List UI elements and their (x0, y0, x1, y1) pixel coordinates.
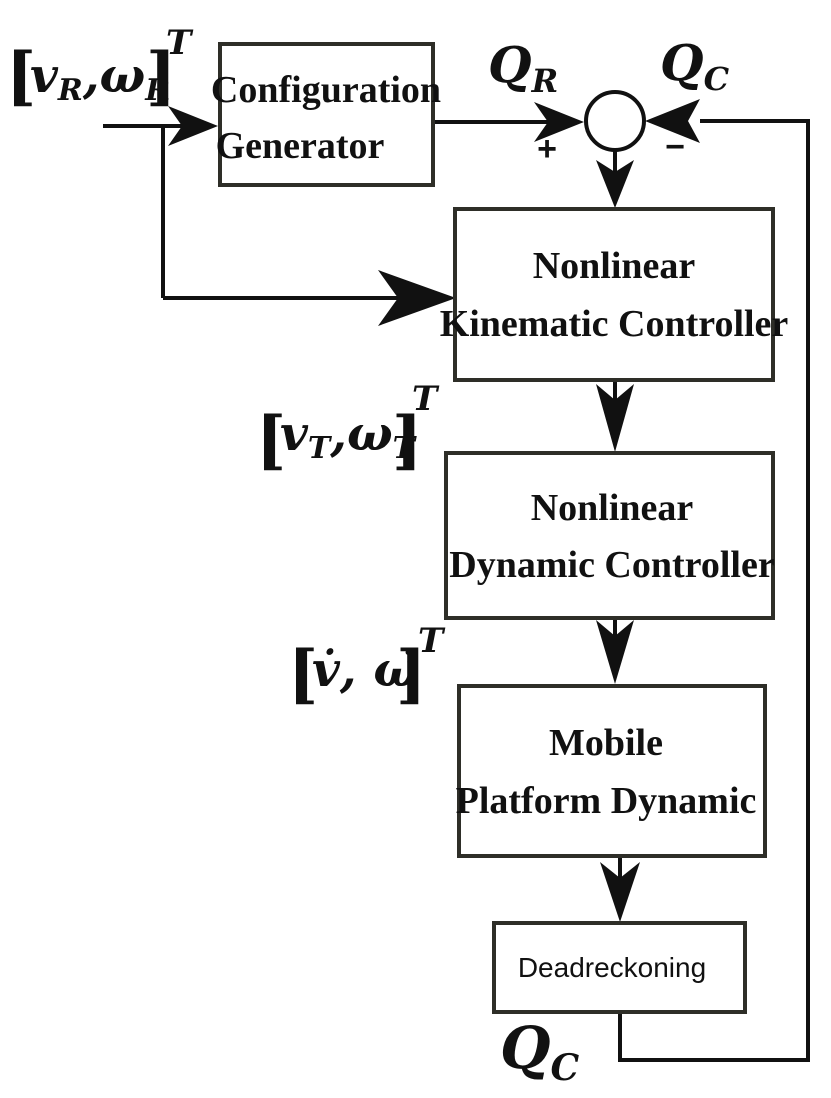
reference-velocity-label: [ vR,ωR ] T (6, 23, 194, 114)
kin-v-sub: T (308, 431, 333, 466)
platform-to-deadreckoning-arrowhead (600, 862, 640, 922)
kinematic-controller-block: Nonlinear Kinematic Controller (440, 207, 789, 382)
kin-w-sub: T (393, 431, 418, 466)
dynamic-controller-label-1: Nonlinear (531, 487, 694, 529)
configuration-generator-label-1: Configuration (211, 69, 441, 111)
qr-subscript: R (531, 62, 559, 100)
dyn-comma: , (339, 642, 373, 698)
q-current-label-bottom: QC (500, 1014, 580, 1089)
kin-w: ω (347, 406, 393, 462)
plus-sign: + (537, 130, 557, 168)
qr-arrowhead (534, 102, 584, 142)
kinematic-to-dynamic-arrowhead (596, 384, 634, 452)
branch-arrowhead (378, 270, 456, 326)
ref-v: v (30, 48, 59, 104)
right-bracket: ] (146, 39, 176, 114)
deadreckoning-block: Deadreckoning (492, 921, 747, 1014)
svg-text:vR,ωR: vR,ωR (30, 48, 170, 108)
kin-transpose: T (412, 379, 440, 419)
qc-bottom-symbol: Q (500, 1014, 551, 1082)
qr-symbol: Q (488, 35, 532, 94)
qc-arrowhead (645, 99, 700, 143)
dyn-right-bracket: ] (396, 637, 426, 712)
deadreckoning-label: Deadreckoning (518, 952, 706, 983)
q-reference-label: QR (488, 35, 558, 100)
mobile-platform-label-1: Mobile (549, 722, 663, 764)
kin-v: v (280, 406, 309, 462)
ref-comma: , (82, 48, 100, 104)
svg-text:v̇, ω̇: v̇, ω̇ (312, 642, 419, 698)
kin-left-bracket: [ (256, 403, 286, 478)
input-arrowhead (168, 106, 218, 146)
svg-text:vT,ωT: vT,ωT (280, 406, 418, 466)
dynamic-output-label: [ v̇, ω̇ ] T (288, 621, 446, 712)
kinematic-controller-label-1: Nonlinear (533, 245, 696, 287)
qc-bottom-subscript: C (551, 1047, 580, 1089)
ref-w-sub: R (144, 73, 170, 108)
minus-sign: − (665, 128, 685, 166)
kin-right-bracket: ] (392, 403, 422, 478)
feedback-line (618, 119, 810, 1062)
kin-comma: , (329, 406, 347, 462)
sum-to-kinematic-arrowhead (596, 160, 634, 208)
ref-w: ω (100, 48, 146, 104)
dyn-w: ω̇ (373, 642, 419, 698)
dyn-left-bracket: [ (288, 637, 318, 712)
mobile-platform-block: Mobile Platform Dynamic (456, 684, 767, 858)
left-bracket: [ (6, 39, 36, 114)
configuration-generator-block: Configuration Generator (211, 42, 441, 187)
dynamic-controller-label-2: Dynamic Controller (449, 544, 775, 586)
kinematic-controller-label-2: Kinematic Controller (440, 303, 789, 345)
mobile-platform-label-2: Platform Dynamic (456, 780, 757, 822)
kinematic-output-label: [ vT,ωT ] T (256, 379, 440, 478)
configuration-generator-label-2: Generator (216, 125, 385, 167)
ref-transpose: T (166, 23, 194, 63)
q-current-label-top: QC (660, 33, 730, 98)
dynamic-controller-block: Nonlinear Dynamic Controller (444, 451, 775, 620)
summing-junction (584, 90, 646, 152)
dyn-transpose: T (418, 621, 446, 661)
dyn-v: v̇ (312, 642, 341, 698)
dynamic-to-platform-arrowhead (596, 620, 634, 684)
qc-top-subscript: C (704, 60, 730, 98)
ref-v-sub: R (57, 73, 83, 108)
qc-top-symbol: Q (660, 33, 704, 92)
